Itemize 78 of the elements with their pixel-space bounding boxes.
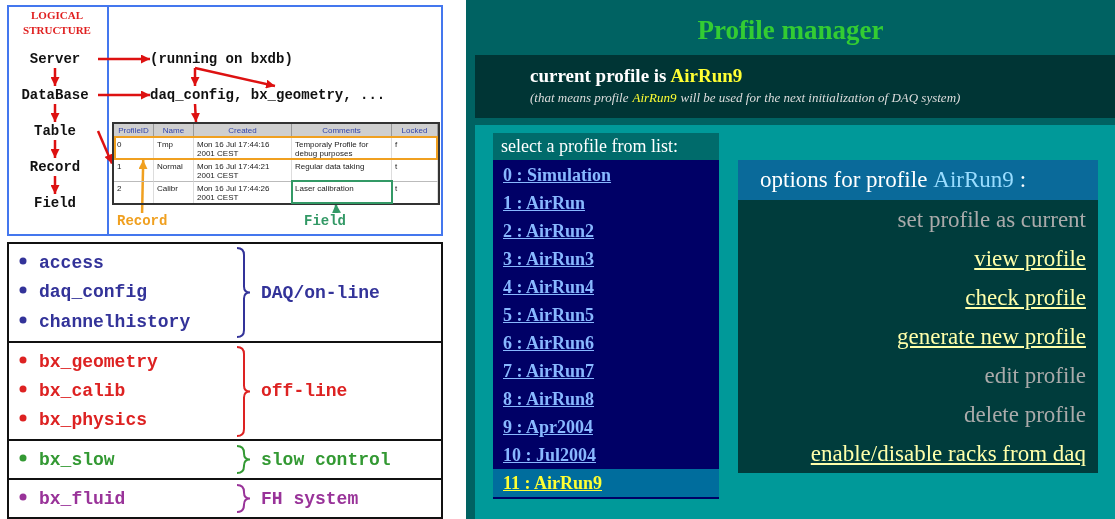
arrow [50,176,60,194]
table-name: bx_physics [39,409,148,433]
note-text: (that means profile [530,90,629,105]
profile-link: 4 : AirRun4 [502,276,595,299]
header-text: options for profile [760,166,928,194]
profile-name: AirRun9 [933,166,1014,194]
option-link: enable/disable racks from daq [810,441,1086,466]
profile-link: 6 : AirRun6 [502,332,595,355]
options-panel [738,160,1098,473]
profile-link: 8 : AirRun8 [502,388,595,411]
database-text: daq_config, bx_geometry, ... [150,86,400,104]
arrow [96,130,114,164]
arrow [332,203,341,214]
profile-link: 2 : AirRun2 [502,220,595,243]
profile-link: 10 : Jul2004 [502,444,597,467]
table-name: bx_geometry [39,350,158,374]
profile-name: AirRun9 [670,65,743,86]
database-text: (running on bxdb) [150,50,300,68]
panel-title: Profile manager [697,15,884,45]
arrow [191,103,200,123]
option-link: generate new profile [897,324,1086,349]
table-cell: Mon 16 Jul 17:44:26 2001 CEST [194,181,292,203]
table-cell: Normal [154,159,194,181]
table-name: bx_fluid [39,487,126,511]
table-name: daq_config [39,281,148,305]
table-name: channelhistory [39,311,191,335]
data-table [112,122,440,205]
level-label: Field [12,194,98,212]
arrow [50,140,60,158]
arrow [50,68,60,86]
note-text: will be used for the next initialization of DAQ system) [680,90,961,105]
callout-label: Record [117,213,183,229]
disabled-option: delete profile [964,402,1086,427]
group-label: off-line [261,380,348,403]
arrow [190,68,200,86]
header-text: : [1019,166,1027,194]
profile-link: 9 : Apr2004 [502,416,594,439]
group-label: FH system [261,487,359,511]
table-cell: Mon 16 Jul 17:44:21 2001 CEST [194,159,292,181]
arrow [98,54,150,64]
table-name: bx_calib [39,380,126,403]
table-cell: 2 [114,181,154,203]
list-header: select a profile from list: [493,133,719,160]
manager-panel [466,0,1115,519]
option-link: check profile [965,285,1086,310]
level-label: Server [12,50,98,68]
arrow [50,104,60,122]
profile-link: 5 : AirRun5 [502,304,595,327]
table-cell: Regular data taking [292,159,392,181]
arrow [194,66,276,89]
table-cell: Calibr [154,181,194,203]
disabled-option: edit profile [984,363,1086,388]
table-cell: t [392,181,438,203]
table-name: access [39,251,104,275]
profile-link: 7 : AirRun7 [502,360,595,383]
arrow [98,90,150,100]
panel-heading: LOGICAL STRUCTURE [22,8,92,38]
level-label: Record [12,158,98,176]
arrow [138,159,148,214]
profile-name: AirRun9 [632,90,677,105]
profile-link: 0 : Simulation [502,164,613,187]
disabled-option: set profile as current [897,207,1086,232]
callout-label: Field [304,213,360,229]
status-text: current profile is [530,65,667,86]
table-cell: t [392,159,438,181]
selected-profile-link: 11 : AirRun9 [493,469,719,497]
table-cell: 1 [114,159,154,181]
level-label: Table [12,122,98,140]
group-label: DAQ/on-line [261,281,380,305]
profile-link: 3 : AirRun3 [502,248,595,271]
profile-list [493,133,719,499]
highlight-frame [114,136,438,160]
status-banner [475,55,1115,118]
table-name: bx_slow [39,448,115,472]
group-label: slow control [261,448,391,472]
level-label: DataBase [12,86,98,104]
option-link: view profile [974,246,1086,271]
profile-link: 1 : AirRun [502,192,586,215]
